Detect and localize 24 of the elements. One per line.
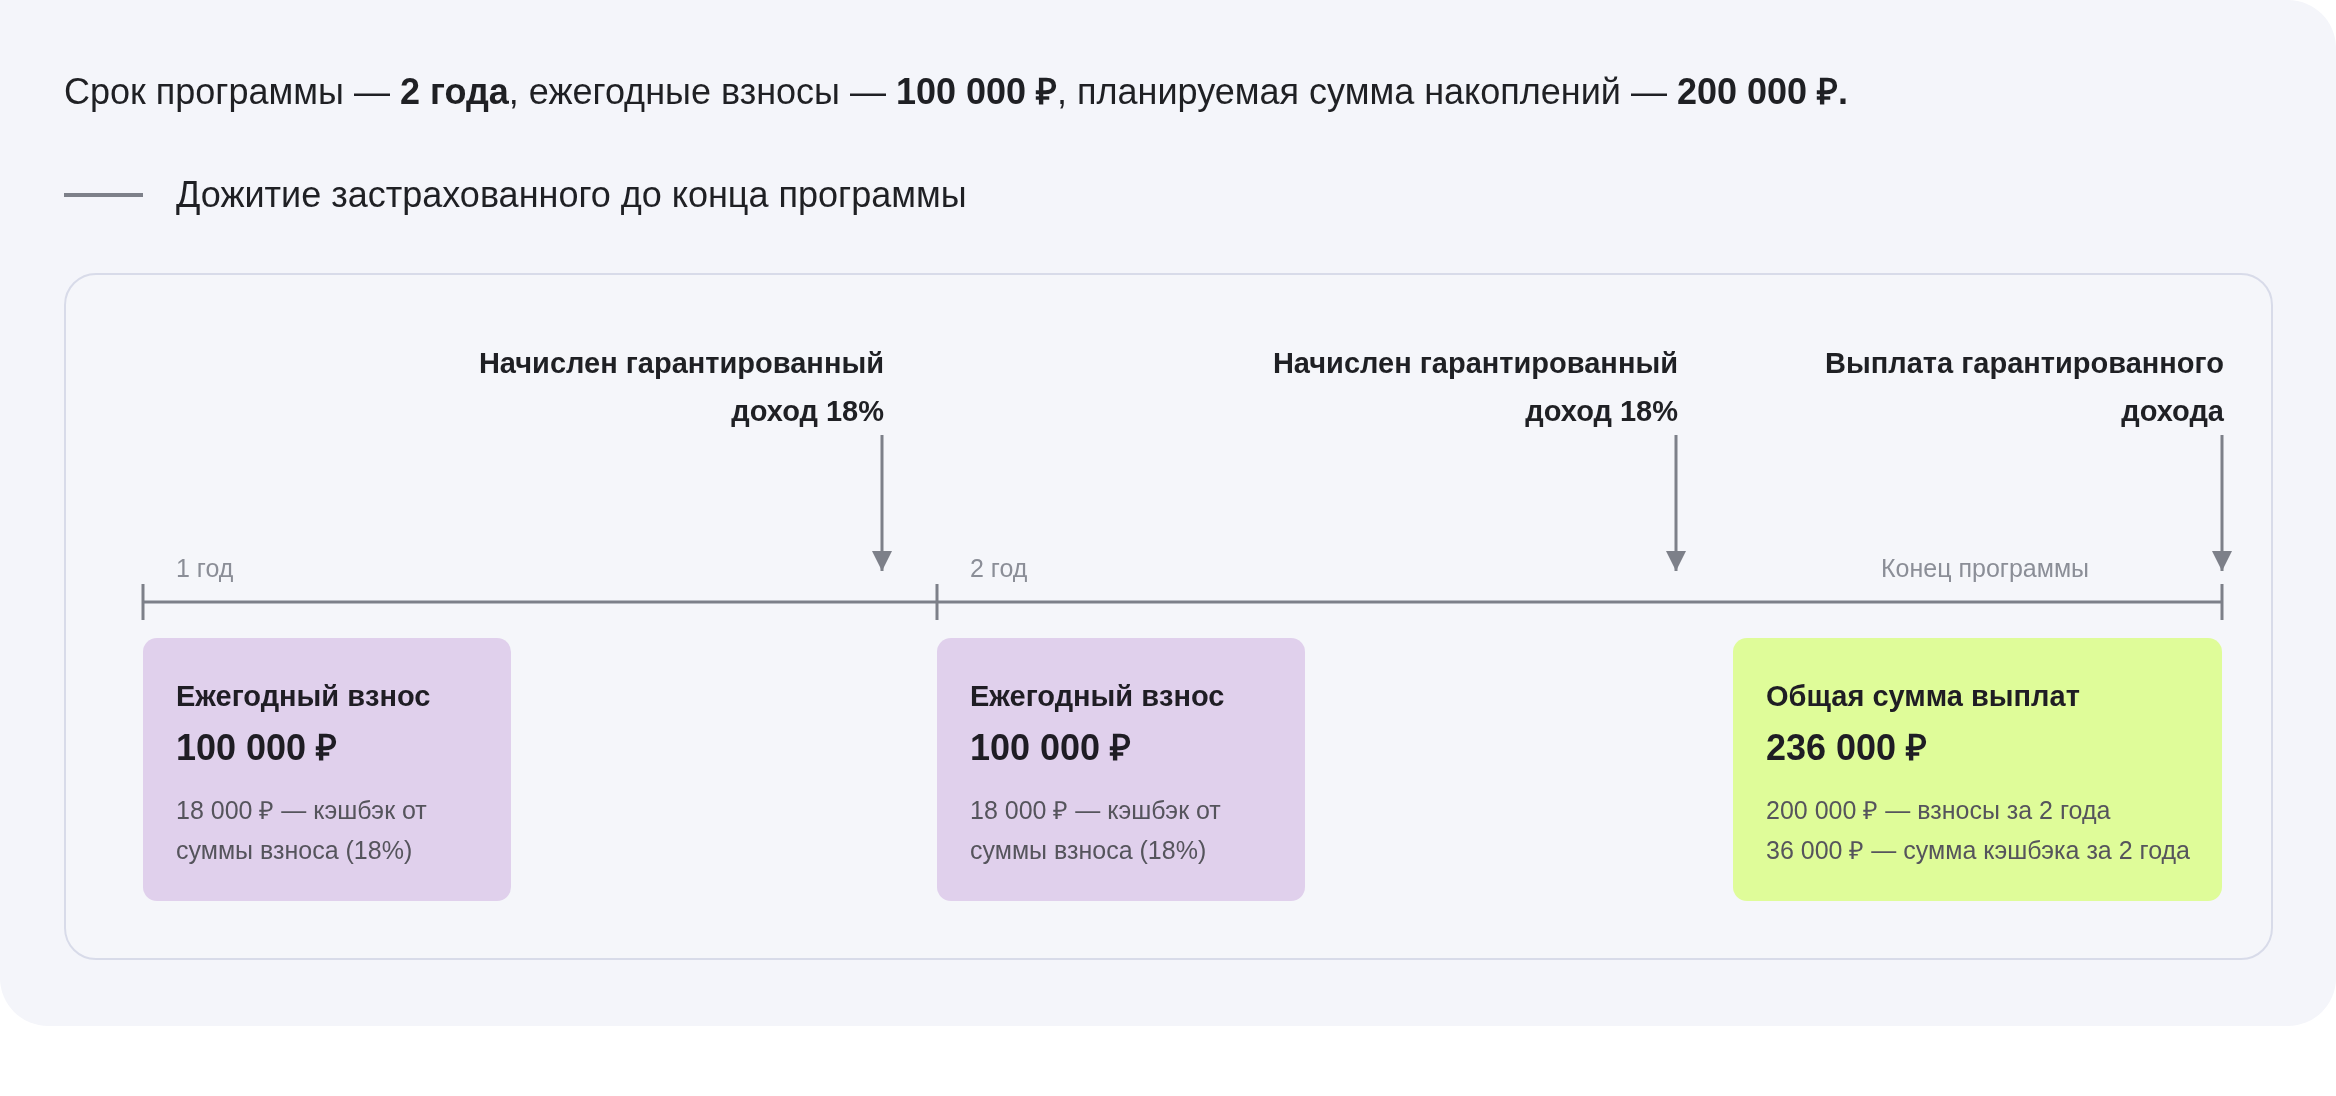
arrow [2212,435,2232,571]
annotation-text: Начислен гарантированный доход 18% [1228,339,1678,435]
timeline-label: Конец программы [1881,553,2090,583]
legend-text: Дожитие застрахованного до конца программы [176,173,967,217]
card-title: Ежегодный взнос [970,679,1225,714]
card-note: 18 000 ₽ — кэшбэк от суммы взноса (18%) [176,795,428,866]
card-note: 18 000 ₽ — кэшбэк от суммы взноса (18%) [970,795,1222,866]
amount-value: 100 000 ₽ [970,726,1132,770]
card-note: 36 000 ₽ — сумма кэшбэка за 2 года [1766,835,2190,866]
payment-card [937,638,1305,901]
arrow [1666,435,1686,571]
amount-value: 236 000 ₽ [1766,726,1928,770]
card-title: Ежегодный взнос [176,679,431,714]
card-note: 200 000 ₽ — взносы за 2 года [1766,795,2111,826]
timeline-label: 2 год [970,553,1028,583]
card-title: Общая сумма выплат [1766,679,2080,714]
payment-card [1733,638,2222,901]
heading-text: Срок программы — 2 года, ежегодные взносы — 100 000 ₽, планируемая сумма накоплений — 200 000 ₽. [64,70,1849,114]
payment-card [143,638,511,901]
annotation-text: Начислен гарантированный доход 18% [434,339,884,435]
amount-value: 100 000 ₽ [176,726,338,770]
annotation-text: Выплата гарантированного дохода [1774,339,2224,435]
timeline-label: 1 год [176,553,234,583]
arrow [872,435,892,571]
